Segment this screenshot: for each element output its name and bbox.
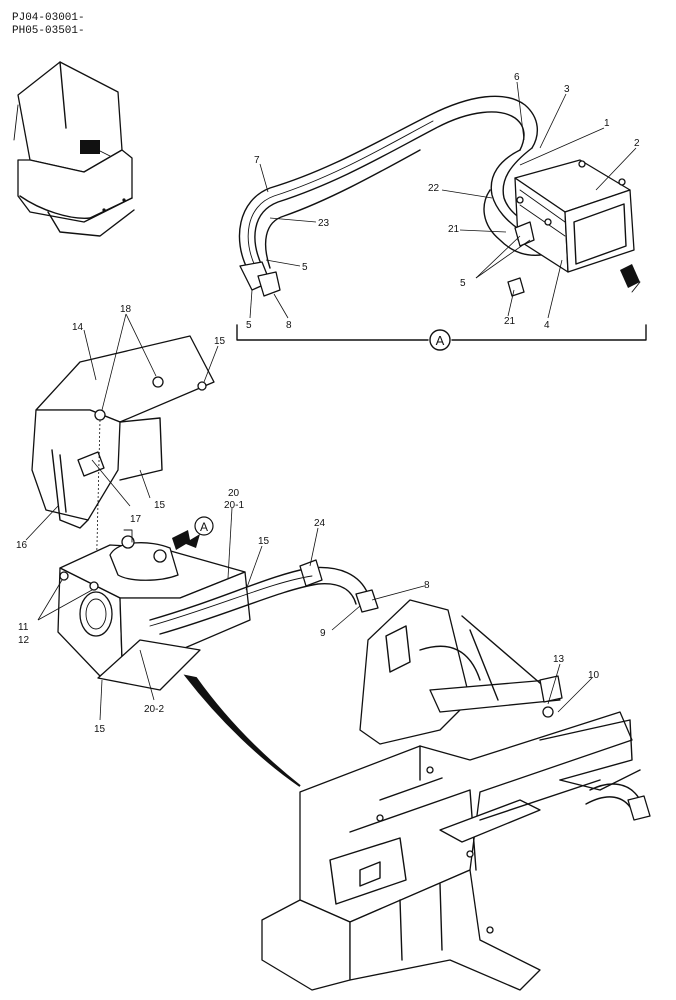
callout-6: 6 — [514, 72, 520, 83]
callout-5-a: 5 — [302, 262, 308, 273]
callout-11: 11 — [18, 622, 29, 633]
callout-15-b: 15 — [154, 500, 166, 511]
callout-15-c: 15 — [258, 536, 270, 547]
callout-18: 18 — [120, 304, 132, 315]
callout-22: 22 — [428, 183, 440, 194]
callout-10: 10 — [588, 670, 600, 681]
callout-12: 12 — [18, 635, 30, 646]
callout-21-b: 21 — [504, 316, 516, 327]
leader-lines — [25, 81, 637, 721]
callout-8-b: 8 — [424, 580, 430, 591]
callout-23: 23 — [318, 218, 330, 229]
callout-7: 7 — [254, 155, 260, 166]
machine-overview — [13, 61, 135, 237]
callout-13: 13 — [553, 654, 565, 665]
callout-4: 4 — [544, 320, 550, 331]
callout-15-d: 15 — [94, 724, 106, 735]
callout-1: 1 — [604, 118, 610, 129]
callout-20: 20 — [228, 488, 240, 499]
callout-15-a: 15 — [214, 336, 226, 347]
callout-numbers: 1 2 3 4 5 5 5 6 7 8 8 9 10 11 12 13 14 1… — [16, 72, 640, 735]
location-pointer — [183, 674, 301, 787]
lower-duct: A — [57, 516, 251, 691]
callout-9: 9 — [320, 628, 326, 639]
serial-range-2: PH05-03501- — [12, 25, 85, 37]
callout-8-a: 8 — [286, 320, 292, 331]
view-a-label: A — [436, 333, 445, 348]
callout-24: 24 — [314, 518, 326, 529]
serial-range-1: PJ04-03001- — [12, 12, 85, 24]
machine-frame — [261, 599, 651, 991]
callout-17: 17 — [130, 514, 142, 525]
callout-21-a: 21 — [448, 224, 460, 235]
callout-14: 14 — [72, 322, 84, 333]
callout-20-1: 20-1 — [224, 500, 244, 511]
callout-16: 16 — [16, 540, 28, 551]
callout-3: 3 — [564, 84, 570, 95]
view-a-arrow-label: A — [200, 520, 208, 534]
detail-a: A — [236, 95, 647, 351]
callout-5-b: 5 — [460, 278, 466, 289]
callout-20-2: 20-2 — [144, 704, 164, 715]
duct-cover — [31, 335, 215, 586]
callout-5-c: 5 — [246, 320, 252, 331]
callout-2: 2 — [634, 138, 640, 149]
hose-24 — [149, 559, 379, 635]
